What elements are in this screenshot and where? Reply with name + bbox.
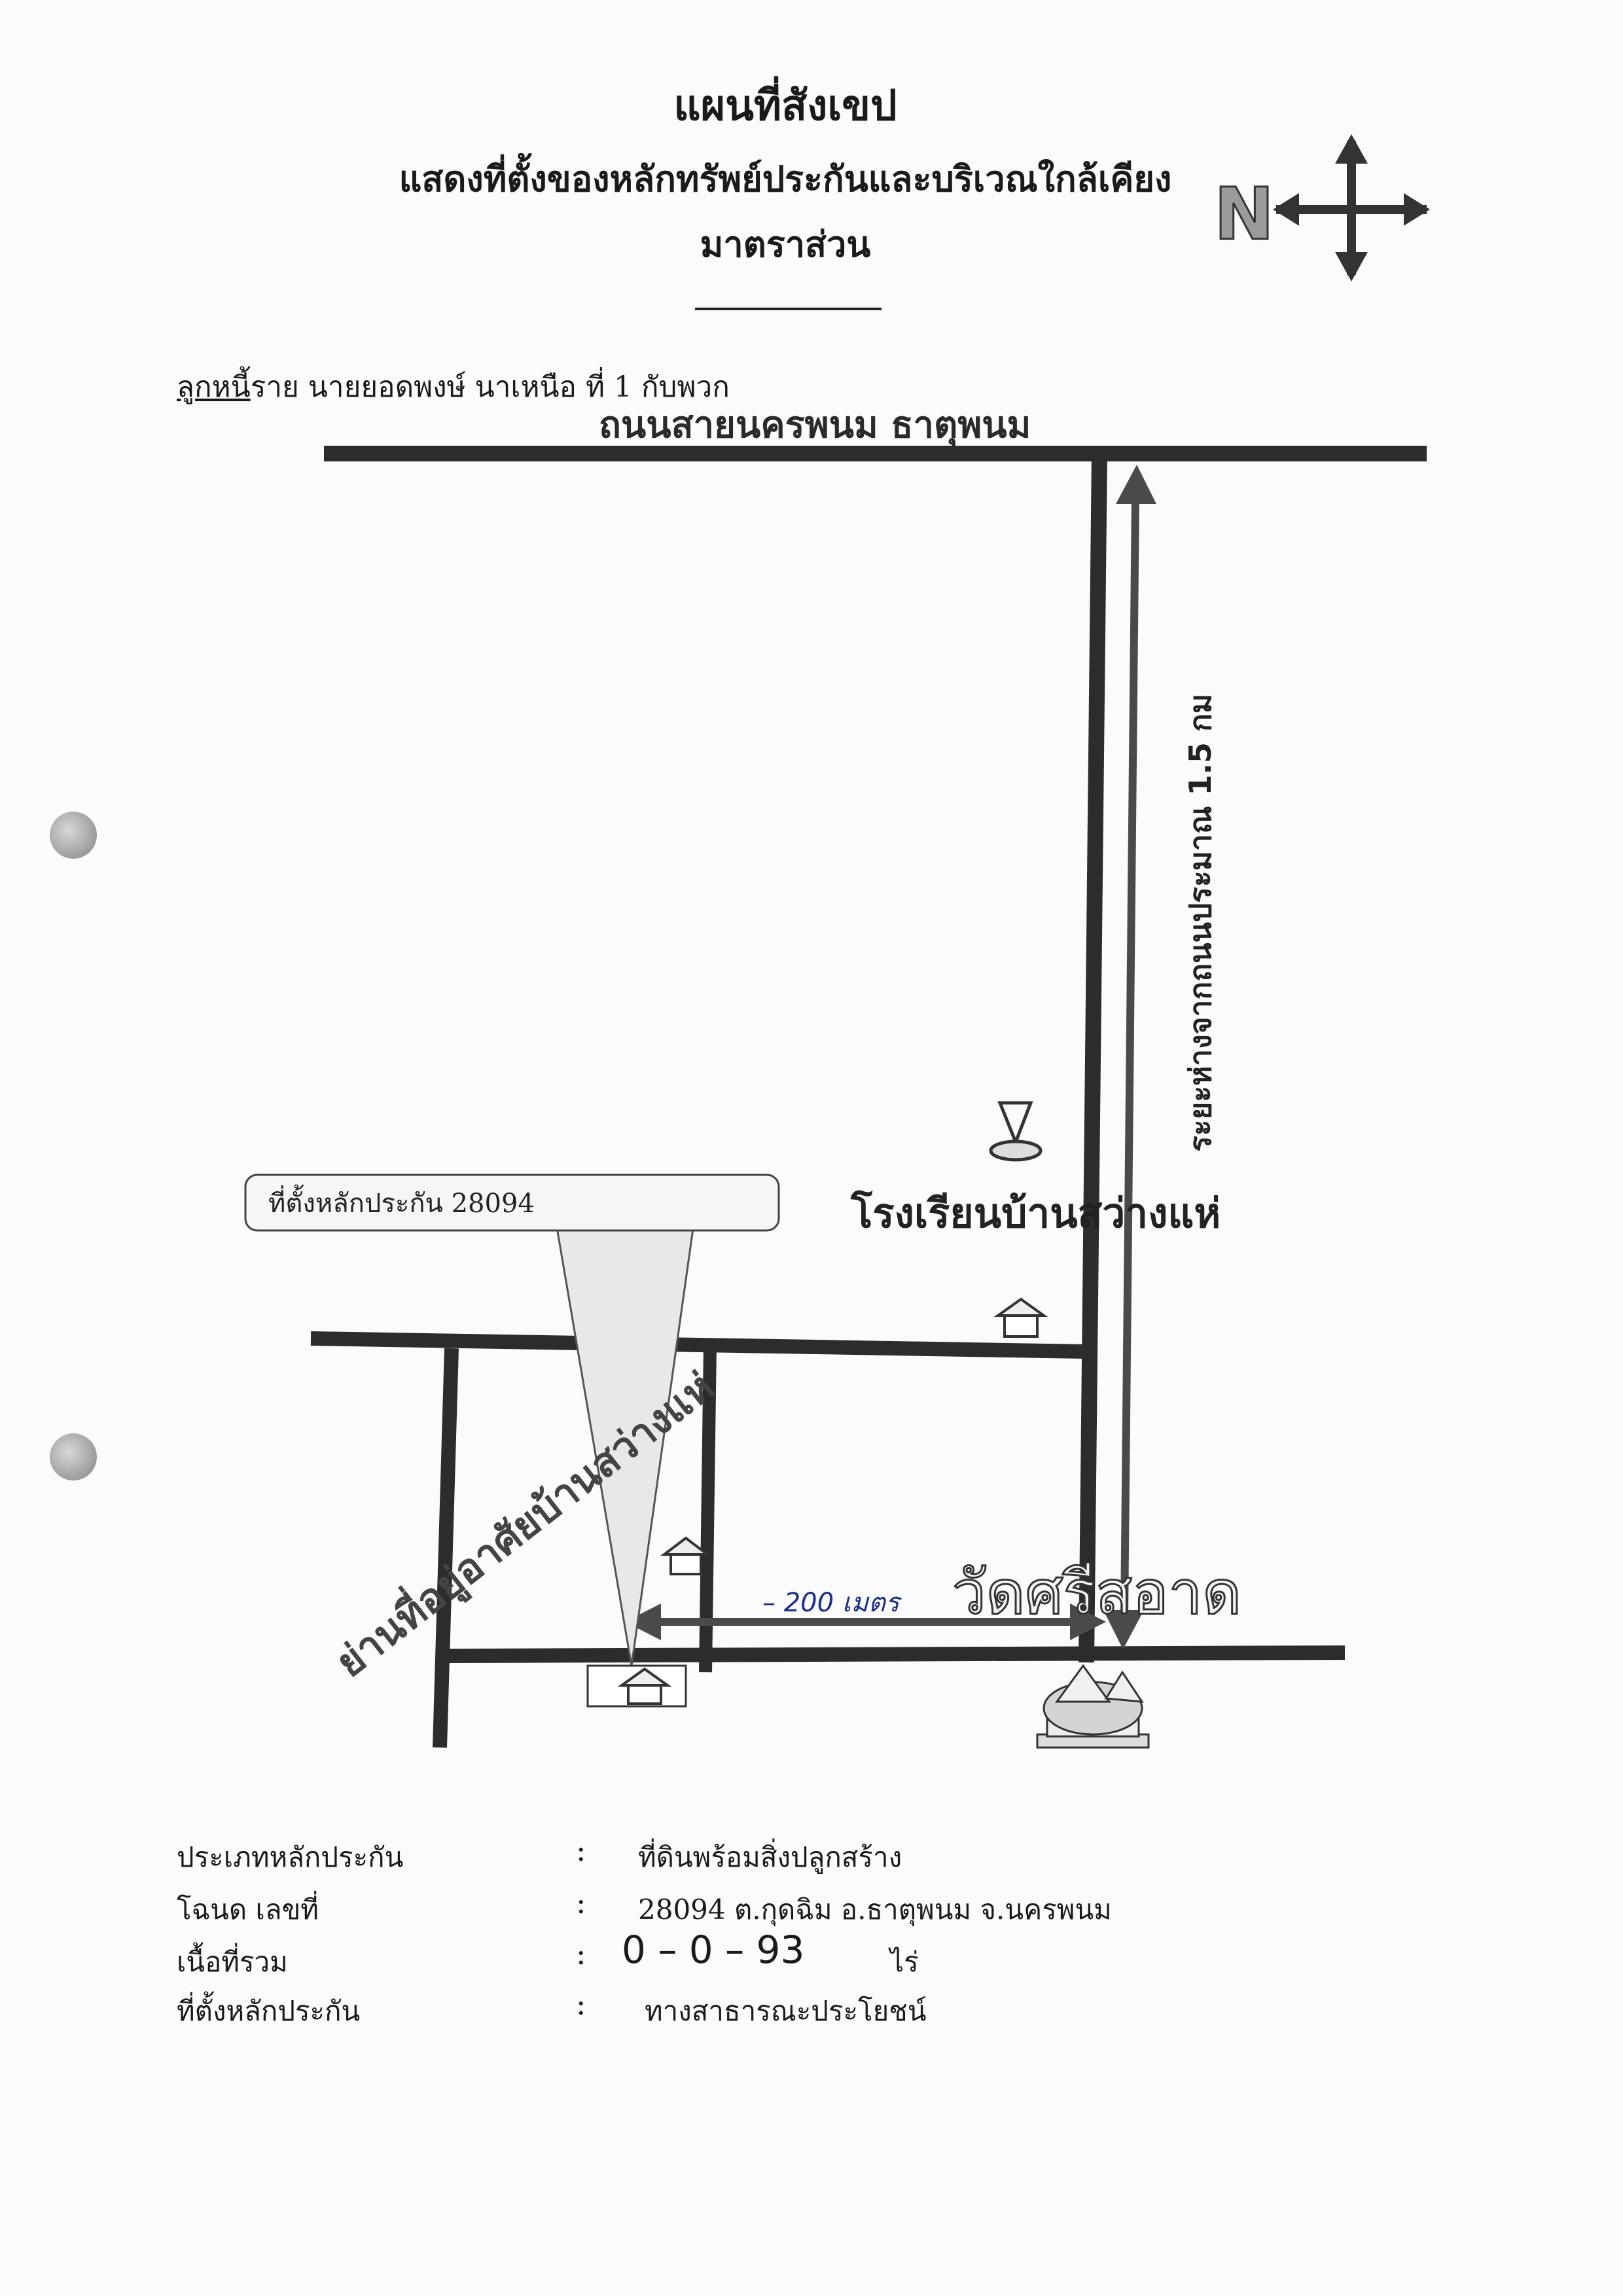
- temple-label: วัดศรีสอาด: [952, 1558, 1241, 1628]
- info-colon: :: [576, 1936, 586, 1971]
- info-value-type: ที่ดินพร้อมสิ่งปลูกสร้าง: [638, 1841, 902, 1873]
- info-colon: :: [576, 1833, 586, 1868]
- house-icon: [660, 1536, 711, 1575]
- info-value-deed: 28094 ต.กุดฉิม อ.ธาตุพนม จ.นครพนม: [638, 1893, 1112, 1926]
- village-road-upper: [310, 1331, 1087, 1359]
- village-road-lower: [448, 1645, 1346, 1663]
- map-subtitle: แสดงที่ตั้งของหลักทรัพย์ประกันและบริเวณใ…: [399, 158, 1172, 200]
- handwritten-note: – 200 เมตร: [762, 1588, 902, 1618]
- map-title: แผนที่สังเขป: [673, 81, 897, 130]
- info-colon: :: [576, 1885, 586, 1920]
- punch-hole: [50, 812, 97, 859]
- info-label-area: เนื้อที่รวม: [177, 1946, 288, 1978]
- callout-label: ที่ตั้งหลักประกัน 28094: [268, 1184, 535, 1219]
- house-icon: [586, 1664, 687, 1708]
- punch-hole: [50, 1433, 97, 1480]
- distance-label: ระยะห่างจากถนนประมาณ 1.5 กม: [1183, 694, 1218, 1152]
- info-value-area: 0 – 0 – 93: [622, 1928, 805, 1972]
- debtor-line: ลูกหนี้ราย นายยอดพงษ์ นาเหนือ ที่ 1 กับพ…: [177, 364, 730, 410]
- info-value-location: ทางสาธารณะประโยชน์: [645, 1995, 927, 2027]
- debtor-name: ราย นายยอดพงษ์ นาเหนือ ที่ 1 กับพวก: [250, 370, 730, 404]
- distance-arrow-200m: [625, 1604, 1106, 1640]
- school-flag-icon: [989, 1101, 1043, 1162]
- collateral-callout: [244, 1174, 780, 1666]
- village-label: ย่านที่อยู่อาศัยบ้านสว่างแห่: [324, 1359, 724, 1687]
- main-road-label: ถนนสายนครพนม ธาตุพนม: [599, 404, 1031, 448]
- info-label-location: ที่ตั้งหลักประกัน: [177, 1995, 361, 2027]
- village-road-left: [433, 1348, 459, 1748]
- debtor-prefix: ลูกหนี้: [177, 370, 251, 404]
- info-unit-area: ไร่: [890, 1946, 919, 1978]
- info-label-type: ประเภทหลักประกัน: [177, 1841, 404, 1873]
- village-road-middle: [699, 1344, 717, 1673]
- house-icon: [993, 1297, 1048, 1338]
- distance-arrow: [1103, 465, 1156, 1649]
- scale-label: มาตราส่วน: [700, 223, 871, 265]
- temple-icon: [1036, 1664, 1150, 1749]
- access-road: [1079, 453, 1107, 1663]
- title-divider: [695, 308, 882, 310]
- north-arrow-icon: [1273, 134, 1430, 281]
- info-colon: :: [576, 1986, 586, 2022]
- school-label: โรงเรียนบ้านสว่างแห่: [850, 1189, 1221, 1237]
- compass-letter: N: [1214, 172, 1274, 256]
- info-label-deed: โฉนด เลขที่: [177, 1893, 319, 1926]
